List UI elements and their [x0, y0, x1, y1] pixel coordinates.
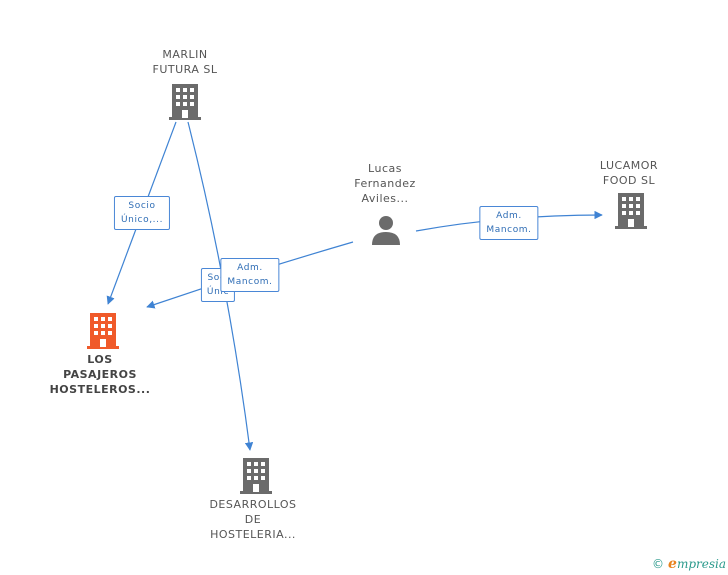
copyright-icon: © [652, 557, 665, 571]
edge-label-adm-mancom-1[interactable]: Adm. Mancom. [220, 258, 280, 292]
building-icon[interactable] [240, 458, 272, 494]
node-lucamor-label[interactable]: LUCAMOR FOOD SL [599, 159, 659, 187]
node-desarrollos-label[interactable]: DESARROLLOS DE HOSTELERIA... [209, 498, 297, 541]
brand-footer[interactable]: ©empresia [652, 556, 726, 572]
building-icon-main[interactable] [87, 313, 119, 349]
node-lucas-label[interactable]: Lucas Fernandez Aviles... [354, 162, 416, 205]
person-icon[interactable] [370, 214, 402, 246]
node-los-pasajeros-label[interactable]: LOS PASAJEROS HOSTELEROS... [49, 353, 151, 396]
node-marlin-label[interactable]: MARLIN FUTURA SL [152, 48, 218, 76]
brand-logo-initial: e [668, 556, 677, 572]
brand-logo-text: mpresia [676, 557, 726, 571]
building-icon[interactable] [169, 84, 201, 120]
edge-label-socio-unico[interactable]: Socio Único,... [113, 196, 171, 230]
building-icon[interactable] [615, 193, 647, 229]
edge-label-adm-mancom-2[interactable]: Adm. Mancom. [479, 206, 539, 240]
